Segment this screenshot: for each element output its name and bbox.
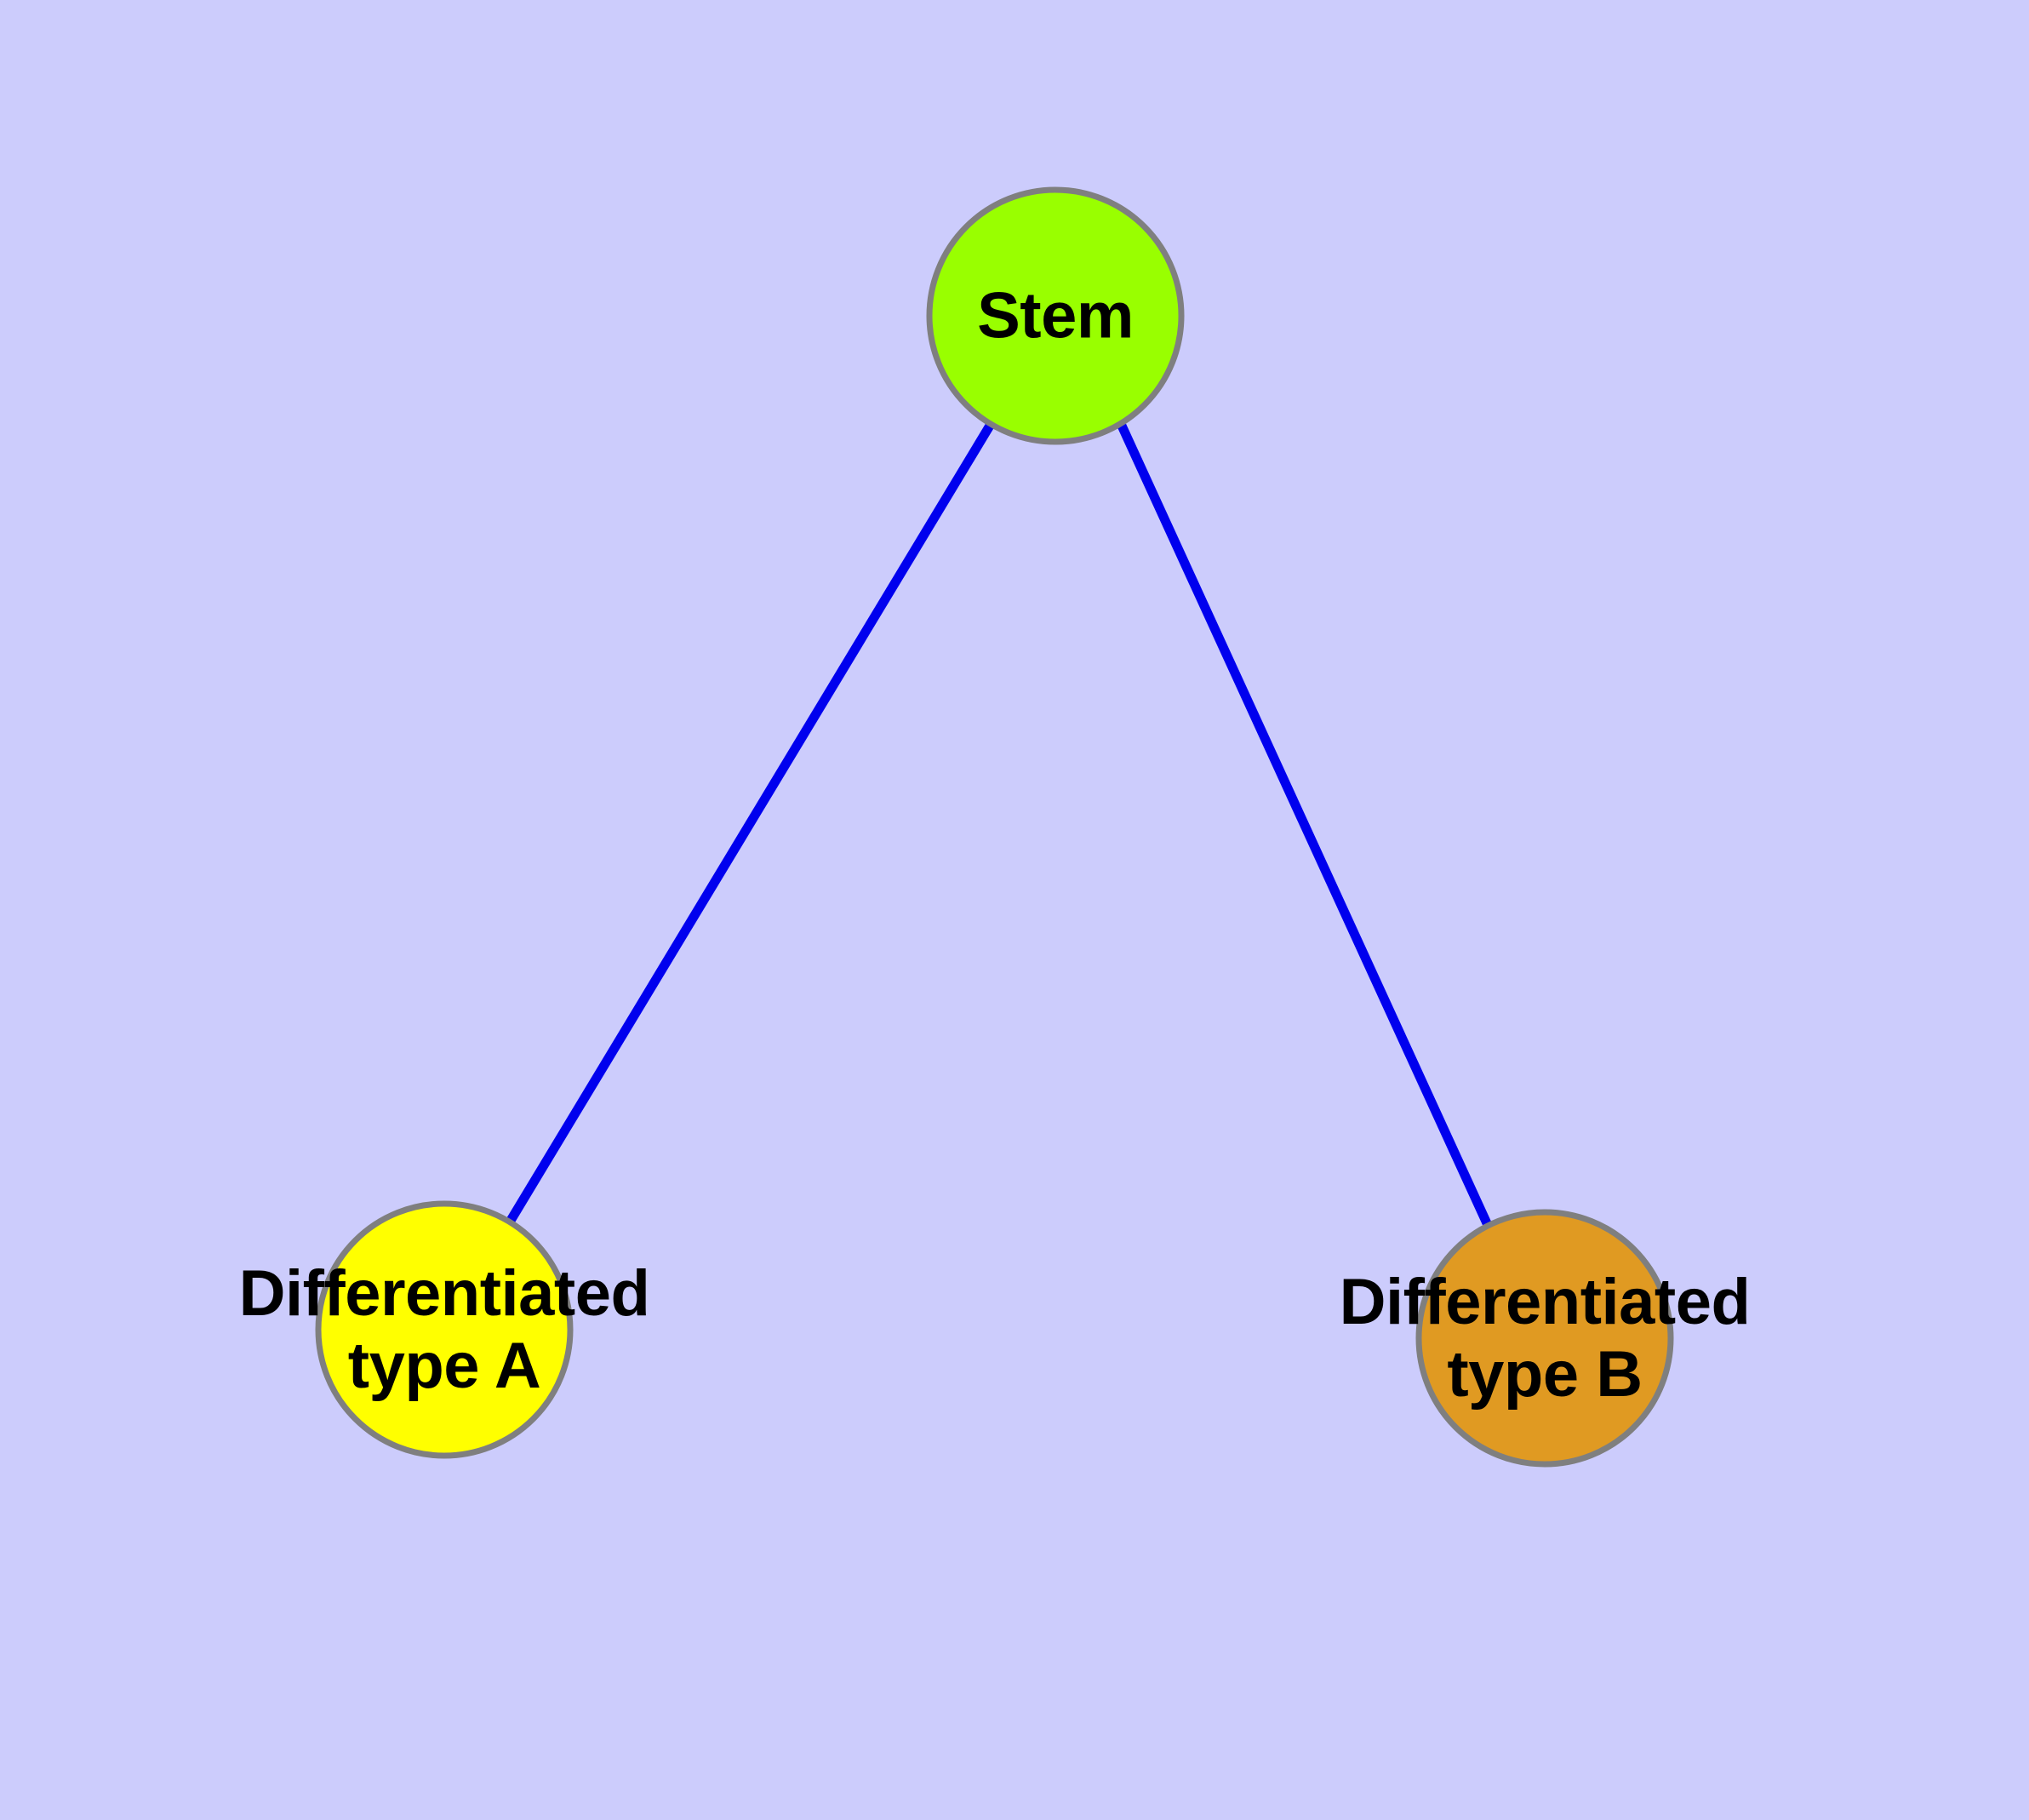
node-differentiated-type-a[interactable] (315, 1200, 574, 1459)
edge-stem-to-differentiated-type-b[interactable] (1117, 423, 1492, 1226)
edge-stem-to-differentiated-type-a[interactable] (505, 423, 994, 1226)
node-stem[interactable] (926, 186, 1185, 445)
edge-layer (505, 423, 1492, 1226)
node-layer (315, 186, 1674, 1468)
node-differentiated-type-b[interactable] (1415, 1209, 1674, 1468)
